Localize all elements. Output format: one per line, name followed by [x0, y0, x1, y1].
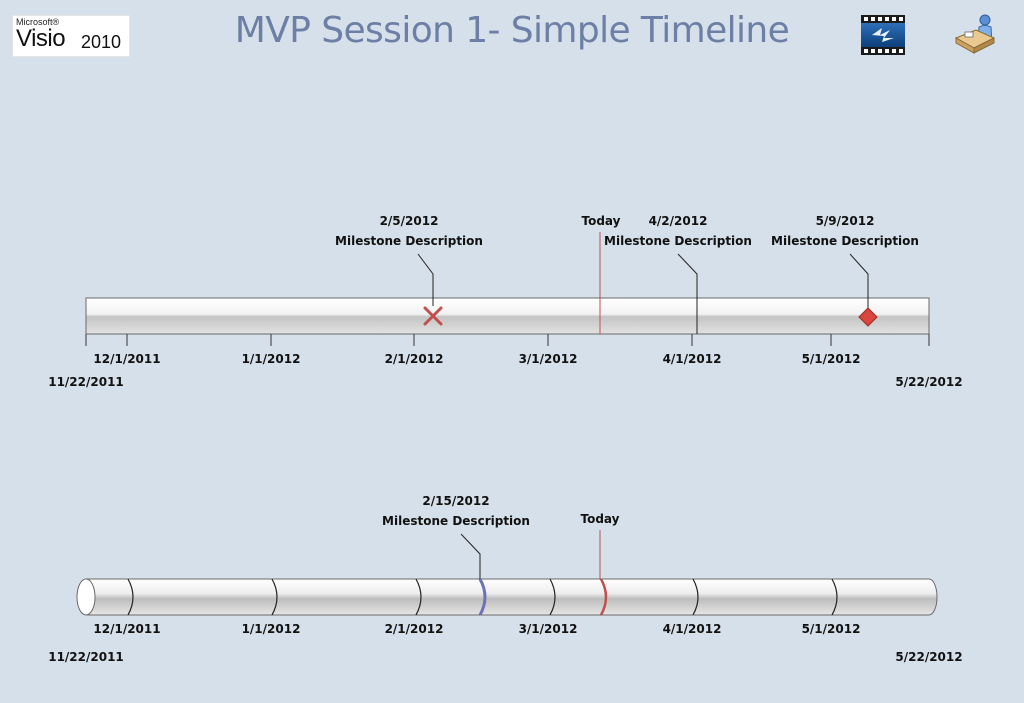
milestone-date: 5/9/2012	[816, 214, 875, 228]
logo-visio-text: Visio	[16, 25, 66, 52]
segment-divider	[692, 578, 699, 616]
segment-divider	[831, 578, 838, 616]
tick-label: 12/1/2011	[93, 622, 160, 636]
tick-label: 4/1/2012	[663, 622, 722, 636]
end-date-label: 5/22/2012	[895, 375, 962, 389]
milestone-line[interactable]: 4/2/2012 Milestone Description	[604, 214, 752, 334]
today-ring	[599, 578, 608, 616]
milestone-date: 2/15/2012	[422, 494, 489, 508]
today-label: Today	[582, 214, 621, 228]
tick-label: 2/1/2012	[385, 352, 444, 366]
film-strip-icon[interactable]	[860, 14, 906, 56]
cylinder-left-cap	[76, 578, 96, 616]
tick-label: 5/1/2012	[802, 622, 861, 636]
cylinder-body[interactable]	[86, 579, 929, 615]
milestone-date: 2/5/2012	[380, 214, 439, 228]
tick-label: 2/1/2012	[385, 622, 444, 636]
cylinder-right-cap	[928, 578, 938, 616]
milestone-x[interactable]: 2/5/2012 Milestone Description	[335, 214, 483, 326]
segment-divider	[127, 578, 134, 616]
visio-2010-logo: Microsoft® Visio 2010	[12, 15, 130, 57]
milestone-callout-line	[417, 253, 434, 306]
milestone-ring[interactable]: 2/15/2012 Milestone Description	[382, 494, 530, 616]
milestone-description: Milestone Description	[771, 234, 919, 248]
tick-label: 3/1/2012	[519, 622, 578, 636]
today-label: Today	[581, 512, 620, 526]
milestone-description: Milestone Description	[382, 514, 530, 528]
tick-label: 4/1/2012	[663, 352, 722, 366]
tick-label: 5/1/2012	[802, 352, 861, 366]
desk-person-icon[interactable]	[952, 12, 998, 58]
tick-label: 3/1/2012	[519, 352, 578, 366]
milestone-diamond[interactable]: 5/9/2012 Milestone Description	[771, 214, 919, 327]
milestone-date: 4/2/2012	[649, 214, 708, 228]
diamond-marker-icon	[858, 307, 878, 327]
tick-label: 1/1/2012	[242, 352, 301, 366]
end-date-label: 5/22/2012	[895, 650, 962, 664]
start-date-label: 11/22/2011	[48, 375, 124, 389]
start-date-label: 11/22/2011	[48, 650, 124, 664]
x-marker-icon	[423, 306, 443, 326]
cylinder-timeline[interactable]: 12/1/2011 1/1/2012 2/1/2012 3/1/2012 4/1…	[48, 494, 962, 664]
timeline-bar[interactable]	[85, 297, 930, 335]
tick-label: 12/1/2011	[93, 352, 160, 366]
milestone-description: Milestone Description	[604, 234, 752, 248]
milestone-callout-line	[460, 533, 481, 579]
logo-microsoft-text: Microsoft®	[16, 17, 60, 27]
milestone-callout-line	[849, 253, 869, 308]
tick-label: 1/1/2012	[242, 622, 301, 636]
segment-divider	[549, 578, 556, 616]
segment-divider	[415, 578, 422, 616]
milestone-callout-line	[677, 253, 698, 334]
page-title: MVP Session 1- Simple Timeline	[234, 10, 790, 51]
block-timeline[interactable]: 12/1/2011 1/1/2012 2/1/2012 3/1/2012 4/1…	[48, 214, 962, 389]
milestone-description: Milestone Description	[335, 234, 483, 248]
logo-version-text: 2010	[81, 32, 122, 52]
segment-divider	[271, 578, 278, 616]
ring-marker-icon	[478, 578, 487, 616]
